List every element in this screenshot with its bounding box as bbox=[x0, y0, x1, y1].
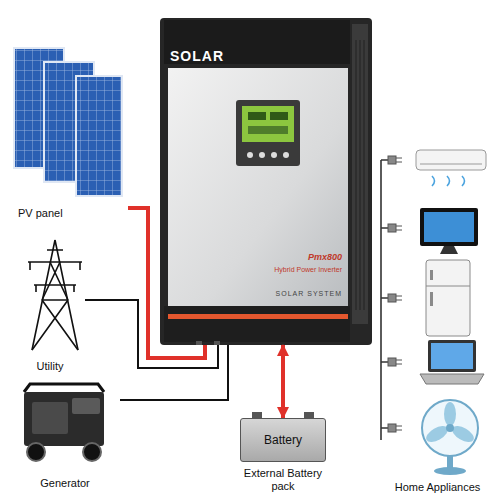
inverter-illustration bbox=[242, 106, 294, 142]
pv-panel-illustration bbox=[14, 48, 122, 196]
inverter-illustration bbox=[259, 152, 265, 158]
pylon-illustration bbox=[30, 262, 80, 292]
inverter-illustration bbox=[247, 152, 253, 158]
inverter-illustration bbox=[168, 68, 348, 306]
battery-link bbox=[281, 345, 285, 418]
inverter-illustration bbox=[160, 18, 372, 345]
fan-icon bbox=[446, 424, 454, 432]
device-label: External Battery pack bbox=[243, 467, 323, 493]
pylon-illustration bbox=[28, 240, 82, 350]
air-conditioner-icon bbox=[420, 164, 482, 165]
television-icon bbox=[440, 246, 458, 254]
fan-icon bbox=[422, 400, 478, 456]
device-label: PV panel bbox=[18, 207, 63, 220]
laptop-icon bbox=[420, 374, 484, 384]
appliance-bus bbox=[381, 160, 388, 440]
laptop-icon bbox=[420, 340, 484, 384]
air-conditioner-icon bbox=[416, 150, 486, 186]
plug-symbol bbox=[388, 358, 396, 366]
plug-symbol bbox=[396, 158, 402, 430]
inverter-illustration bbox=[196, 341, 202, 345]
brand-logo: SOLAR bbox=[170, 48, 224, 65]
generator-set: Generator bbox=[10, 378, 120, 492]
pv-array: PV panel bbox=[10, 40, 128, 222]
generator-illustration bbox=[24, 384, 104, 392]
refrigerator-icon bbox=[430, 292, 433, 306]
fan-icon bbox=[444, 402, 456, 426]
generator-wire bbox=[120, 345, 228, 400]
inverter-illustration bbox=[160, 18, 372, 345]
laptop-icon bbox=[431, 343, 473, 369]
refrigerator-icon bbox=[430, 270, 433, 280]
pv-panel-illustration bbox=[76, 76, 122, 196]
inverter-illustration bbox=[352, 24, 368, 324]
generator-illustration bbox=[32, 402, 68, 434]
inverter-illustration bbox=[164, 20, 350, 64]
battery-box: BatteryExternal Battery pack bbox=[240, 418, 326, 462]
generator-illustration bbox=[72, 398, 100, 414]
product-type: Hybrid Power Inverter bbox=[274, 266, 342, 274]
generator-illustration bbox=[24, 384, 104, 461]
plug-symbol bbox=[388, 156, 402, 432]
refrigerator-icon bbox=[426, 260, 470, 336]
pylon-illustration bbox=[28, 250, 82, 300]
inverter-illustration bbox=[236, 100, 300, 166]
device-label: Utility bbox=[37, 360, 64, 373]
fan-icon bbox=[447, 456, 453, 468]
appliance-bus bbox=[380, 160, 382, 440]
inverter-illustration bbox=[164, 306, 350, 342]
generator-illustration bbox=[27, 443, 45, 461]
laptop-icon bbox=[428, 340, 476, 372]
generator-illustration bbox=[83, 443, 101, 461]
utility-grid: Utility bbox=[15, 235, 85, 375]
generator-illustration bbox=[24, 392, 104, 446]
hybrid-inverter: SOLAR Pmx800Hybrid Power InverterSOLAR SY… bbox=[160, 18, 372, 345]
pylon-illustration bbox=[32, 240, 78, 350]
television-icon bbox=[420, 208, 478, 254]
inverter-illustration bbox=[248, 112, 266, 120]
television-icon bbox=[420, 208, 478, 246]
device-label: Home Appliances bbox=[395, 481, 481, 494]
inverter-illustration bbox=[214, 341, 220, 345]
utility-wire bbox=[85, 300, 218, 368]
plug-symbol bbox=[388, 224, 396, 232]
inverter-illustration bbox=[356, 40, 364, 310]
air-conditioner-icon bbox=[416, 150, 486, 170]
plug-symbol bbox=[388, 424, 396, 432]
plug-symbol bbox=[388, 294, 396, 302]
air-conditioner-icon bbox=[432, 176, 465, 186]
fan-icon bbox=[434, 467, 466, 475]
pylon-illustration bbox=[32, 262, 78, 350]
pv-wire bbox=[128, 208, 205, 358]
device-label: Generator bbox=[40, 477, 90, 490]
television-icon bbox=[424, 212, 474, 242]
battery-label: Battery bbox=[264, 433, 302, 447]
series-name: SOLAR SYSTEM bbox=[276, 290, 342, 298]
fan-icon bbox=[450, 423, 477, 445]
inverter-illustration bbox=[168, 314, 348, 319]
refrigerator-icon bbox=[426, 260, 470, 336]
fan-icon bbox=[424, 423, 451, 445]
refrigerator-icon bbox=[426, 286, 470, 287]
inverter-illustration bbox=[270, 112, 288, 120]
fan-icon bbox=[422, 400, 478, 475]
appliance-bus bbox=[381, 160, 388, 428]
plug-symbol bbox=[388, 156, 396, 164]
inverter-illustration bbox=[248, 126, 288, 134]
inverter-illustration bbox=[283, 152, 289, 158]
appliance-group: Home Appliances bbox=[378, 140, 497, 497]
model-name: Pmx800 bbox=[308, 252, 342, 263]
inverter-illustration bbox=[271, 152, 277, 158]
